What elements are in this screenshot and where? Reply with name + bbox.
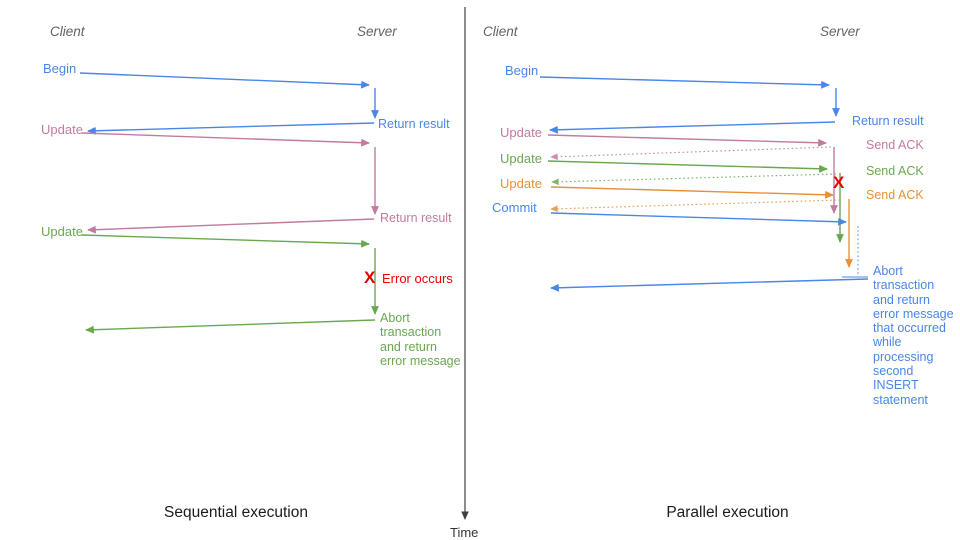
seq-update-1-label: Update <box>41 122 83 137</box>
par-update-1-label: Update <box>500 125 542 140</box>
par-update2-request-arrow <box>547 160 828 173</box>
seq-abort-return-arrow <box>85 319 376 334</box>
seq-return-result-2-label: Return result <box>380 211 452 225</box>
seq-begin-return-arrow <box>87 122 375 135</box>
par-server-header: Server <box>820 24 860 39</box>
par-update-2-label: Update <box>500 151 542 166</box>
par-send-ack-1-label: Send ACK <box>866 138 924 152</box>
par-abort-return-arrow <box>550 278 869 292</box>
par-commit-label: Commit <box>492 200 537 215</box>
seq-begin-label: Begin <box>43 61 77 76</box>
par-send-ack-3-label: Send ACK <box>866 188 924 202</box>
seq-error-label: Error occurs <box>382 271 453 286</box>
par-begin-label: Begin <box>505 63 539 78</box>
par-update1-ack-arrow <box>550 146 832 161</box>
time-axis-label: Time <box>450 525 479 540</box>
seq-title: Sequential execution <box>164 504 308 521</box>
par-update1-request-arrow <box>547 134 827 147</box>
par-send-ack-2-label: Send ACK <box>866 164 924 178</box>
par-begin-request-arrow <box>539 76 830 89</box>
par-return-result-label: Return result <box>852 114 924 128</box>
par-update2-ack-arrow <box>551 173 837 186</box>
seq-update1-request-arrow <box>81 132 370 147</box>
par-update3-ack-arrow <box>550 199 841 213</box>
seq-error-x-icon: X <box>364 268 376 287</box>
par-error-x-icon: X <box>833 173 845 192</box>
seq-update1-return-arrow <box>87 218 375 234</box>
seq-client-header: Client <box>50 24 85 39</box>
par-commit-request-arrow <box>550 212 847 226</box>
seq-return-result-1-label: Return result <box>378 117 450 131</box>
seq-update-2-label: Update <box>41 224 83 239</box>
seq-update2-request-arrow <box>81 234 370 248</box>
par-begin-return-arrow <box>549 121 836 134</box>
seq-abort-label: Abort transaction and return error messa… <box>380 311 461 368</box>
par-update-3-label: Update <box>500 176 542 191</box>
par-abort-label: Abort transaction and return error messa… <box>873 264 954 407</box>
seq-begin-request-arrow <box>79 72 370 89</box>
par-title: Parallel execution <box>666 504 789 521</box>
par-update3-request-arrow <box>550 186 834 199</box>
seq-server-header: Server <box>357 24 397 39</box>
par-client-header: Client <box>483 24 518 39</box>
